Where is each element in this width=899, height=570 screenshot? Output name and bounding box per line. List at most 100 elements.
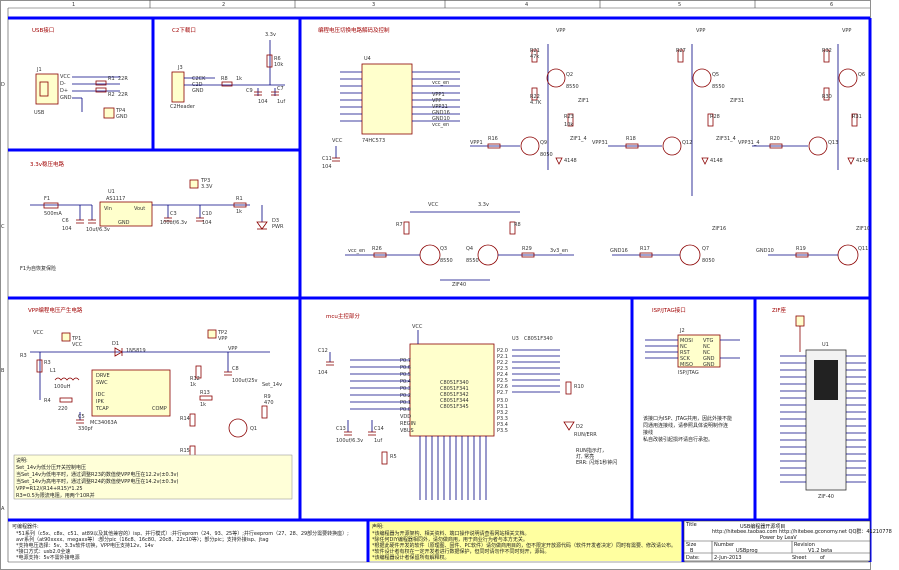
- ref-header: C2Header: [170, 104, 196, 110]
- ic-label: C8051F341: [440, 386, 469, 392]
- ref-r29: R29: [522, 246, 532, 252]
- ref-j3: J3: [177, 65, 183, 71]
- row-letter: B: [1, 368, 5, 374]
- part-8050: 8050: [540, 152, 553, 158]
- ref-q6: Q6: [858, 72, 865, 78]
- note-line: 同通用连接线，请参照具体说明制作连: [643, 422, 728, 429]
- net-vpp: VPP: [228, 346, 237, 352]
- pin-label: NC: [680, 344, 688, 350]
- note-line: *软件设计者有权在一定开发者进行数据保护，但同时请勿作不同时刻开，源码。: [372, 548, 550, 555]
- ref-r6: R6: [274, 56, 281, 62]
- pin-label: VCC: [60, 74, 71, 80]
- pin-label: P3.4: [497, 422, 508, 428]
- ref-r16: R16: [488, 136, 498, 142]
- ref-r15: R15: [180, 448, 190, 454]
- net-label: VPP1: [432, 92, 445, 98]
- pin-label: NC: [703, 350, 711, 356]
- note-line: *接口方式：usb2.0全速: [16, 548, 70, 555]
- ref-tp3: TP3: [200, 178, 210, 184]
- row-letters: D C B A: [1, 82, 5, 512]
- part-8050: 8050: [702, 258, 715, 264]
- pin-label: VTG: [703, 338, 713, 344]
- resistor: [403, 221, 410, 235]
- resistor: [36, 359, 43, 373]
- ref-r18: R18: [626, 136, 636, 142]
- resistor: [795, 252, 809, 258]
- ref-r17: R17: [640, 246, 650, 252]
- pin-label: NC: [703, 344, 711, 350]
- ref-q4: Q4: [466, 246, 473, 252]
- note-line: avr系列（at90xxxx、megaxx等）:部分pic（16c8、16c80…: [16, 536, 269, 543]
- section-title: C2下载口: [172, 26, 196, 34]
- revision-label: Revision: [794, 542, 815, 548]
- pin-label: IPK: [96, 399, 104, 405]
- value-c14: 1uf: [374, 438, 382, 444]
- resistor: [823, 87, 830, 101]
- ref-q5: Q5: [712, 72, 719, 78]
- ref-c7: C7: [277, 86, 284, 92]
- ref-q13: Q13: [828, 140, 838, 146]
- diode-icon: [847, 157, 855, 165]
- pin-label: P2.4: [497, 372, 508, 378]
- ref-j2-name: ISP/JTAG: [678, 370, 699, 376]
- pin-label: P3.2: [497, 410, 508, 416]
- ref-q1: Q1: [250, 426, 257, 432]
- net-vpp: VPP: [218, 336, 227, 342]
- value-c5: 330pf: [78, 426, 93, 432]
- part-8550: 8550: [566, 84, 579, 90]
- ref-r4: R4: [44, 398, 51, 404]
- sheet-label: Sheet: [792, 555, 806, 561]
- net-vcc-en: vcc_en: [348, 248, 365, 254]
- net-gnd16: GND16: [610, 248, 628, 254]
- mcu-bottom-pins: [419, 436, 487, 500]
- value-f1: 500mA: [44, 211, 62, 217]
- pin-label: P2.1: [497, 354, 508, 360]
- usb-connector: [35, 73, 59, 105]
- prog-switch-section: 编程电压切换电路解码及控制 U4 74HC573 vcc_en VPP1 VPP…: [318, 26, 460, 170]
- value-c9: 104: [258, 99, 268, 105]
- value-c10: 104: [202, 220, 212, 226]
- col-number: 5: [678, 2, 681, 8]
- ref-r1: R1: [236, 196, 243, 202]
- resistor: [59, 397, 73, 403]
- pin-label: P0.6: [400, 365, 411, 371]
- led-icon: [256, 221, 268, 230]
- ref-r26: R26: [372, 246, 382, 252]
- net-set14v: Set_14v: [262, 382, 282, 388]
- pin-label: GND: [192, 88, 204, 94]
- ref-tp1: TP1: [71, 336, 81, 342]
- mcu-section: mcu主控部分 U3 C8051F340 C8051F340 C8051F341…: [318, 312, 617, 500]
- pin-label: IDC: [96, 392, 105, 398]
- resistor: [266, 54, 273, 68]
- net-vpp: VPP: [556, 28, 565, 34]
- date-value: 2-Jun-2013: [714, 555, 742, 561]
- resistor: [531, 49, 538, 63]
- net-zif1-4: ZIF1_4: [570, 136, 587, 142]
- ref-r19: R19: [796, 246, 806, 252]
- zif-pins-left: [780, 355, 806, 483]
- pin-label: MISO: [680, 362, 693, 368]
- title-block: Title USB编程器开源项目 http://hitebee.taobao.c…: [683, 520, 892, 562]
- ref-r22: R22: [530, 94, 540, 100]
- ref-r14: R14: [180, 416, 190, 422]
- section-title: 编程电压切换电路解码及控制: [318, 26, 390, 34]
- col-number: 6: [830, 2, 833, 8]
- value-c13: 100uf/6.3v: [336, 438, 363, 444]
- resistor: [373, 252, 387, 258]
- ref-u3: U3: [512, 336, 519, 342]
- vpp-section: VPP编程电压产生电路 VCC TP1 VCC R3 R3 L1 100uH D…: [13, 306, 293, 500]
- latch-pins: [340, 71, 460, 122]
- resistor: [769, 143, 783, 149]
- ref-c9: C9: [246, 88, 253, 94]
- usb-section: USB接口 J1 VCC D- D+ GND USB R1 22R R2 22R…: [32, 26, 128, 120]
- note-line: Set_14v为低分压开关控制电压: [16, 464, 86, 471]
- ref-r5: R5: [390, 454, 397, 460]
- ref-r30: R30: [822, 94, 832, 100]
- ref-r7: R7: [396, 222, 403, 228]
- title-line: Power by LeaV: [760, 535, 797, 541]
- note-line: RUN指示灯，: [576, 447, 607, 454]
- led-icon: [563, 421, 575, 431]
- ref-c10: C10: [202, 211, 212, 217]
- ref-u2-name: MC34063A: [90, 420, 118, 426]
- note-line: *除任何DIY编程器相同外，请勿做商用，用于商业行为者与本方无关。: [372, 536, 528, 543]
